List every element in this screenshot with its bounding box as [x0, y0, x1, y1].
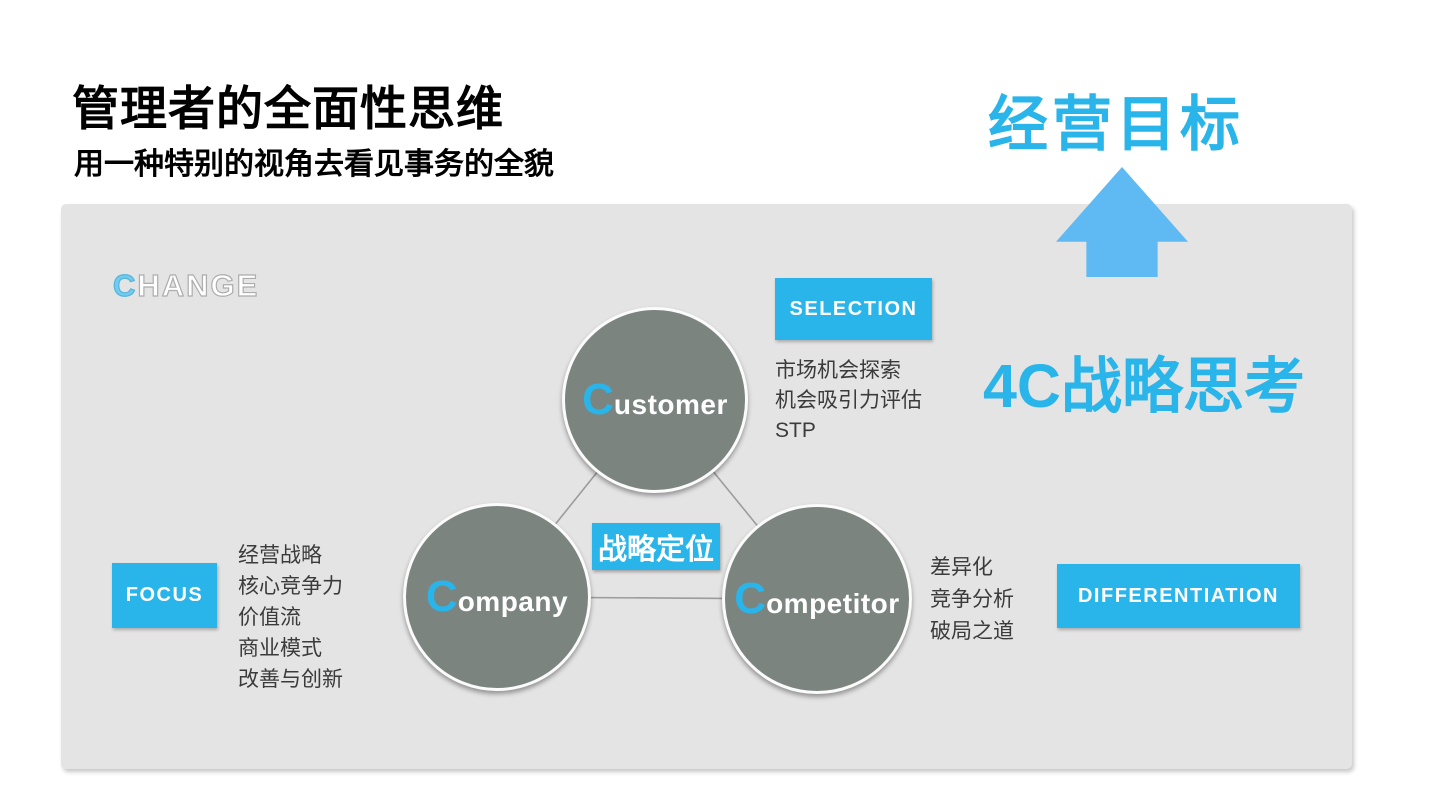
- differentiation-chip: DIFFERENTIATION: [1057, 564, 1300, 628]
- list-item: 商业模式: [238, 637, 322, 660]
- list-item: 机会吸引力评估: [775, 389, 922, 412]
- change-rest-letters: HANGE: [137, 267, 260, 303]
- list-item: 价值流: [238, 606, 301, 629]
- customer-rest: ustomer: [613, 389, 728, 420]
- customer-list: 市场机会探索 机会吸引力评估 STP: [775, 356, 922, 446]
- company-initial: C: [425, 572, 458, 621]
- strategy-position-tag: 战略定位: [592, 523, 720, 570]
- competitor-initial: C: [734, 574, 767, 623]
- change-first-letter: C: [112, 267, 138, 303]
- list-item: 破局之道: [930, 620, 1014, 643]
- company-list: 经营战略 核心竞争力 价值流 商业模式 改善与创新: [238, 540, 343, 695]
- list-item: 市场机会探索: [775, 359, 901, 382]
- page-subtitle: 用一种特别的视角去看见事务的全貌: [74, 148, 554, 181]
- competitor-rest: ompetitor: [766, 588, 900, 619]
- page-title: 管理者的全面性思维: [72, 82, 504, 135]
- focus-chip: FOCUS: [112, 563, 217, 628]
- competitor-list: 差异化 竞争分析 破局之道: [930, 552, 1014, 648]
- goal-label: 经营目标: [988, 91, 1244, 158]
- company-rest: ompany: [457, 586, 569, 617]
- list-item: STP: [775, 419, 816, 442]
- list-item: 差异化: [930, 556, 993, 579]
- customer-initial: C: [582, 375, 614, 424]
- selection-chip: SELECTION: [775, 278, 932, 340]
- list-item: 改善与创新: [238, 668, 343, 691]
- change-watermark: CHANGE: [112, 267, 260, 304]
- list-item: 经营战略: [238, 544, 322, 567]
- list-item: 核心竞争力: [238, 575, 343, 598]
- four-c-strategy-label: 4C战略思考: [983, 352, 1305, 420]
- list-item: 竞争分析: [930, 588, 1014, 611]
